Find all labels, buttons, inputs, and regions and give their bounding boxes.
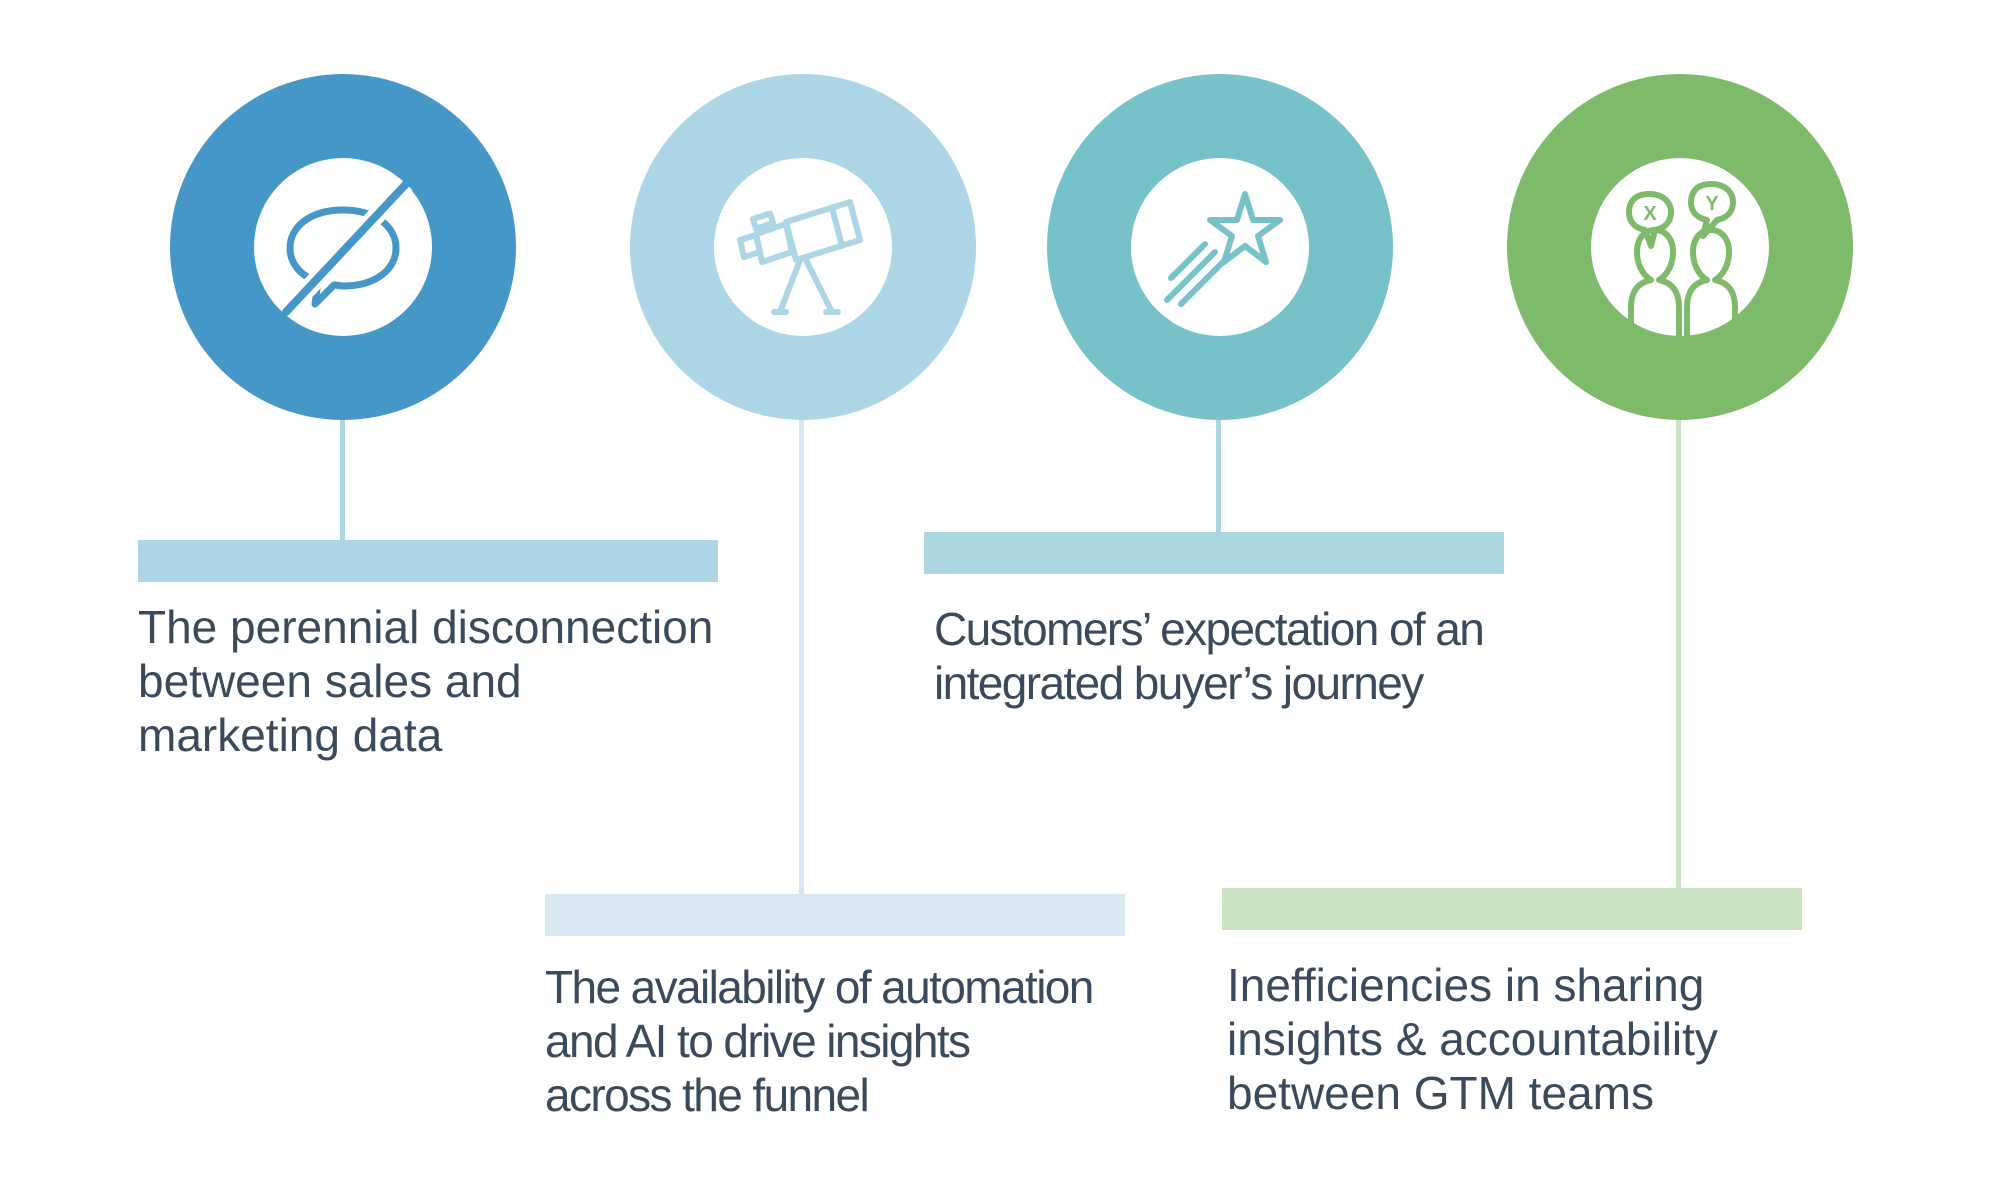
item-2-label: The availability of automation and AI to… bbox=[545, 961, 1094, 1121]
stem-1 bbox=[340, 410, 345, 540]
circle-inner-1 bbox=[254, 158, 432, 336]
stem-4 bbox=[1676, 410, 1681, 888]
circle-node-3 bbox=[1047, 74, 1393, 420]
no-chat-icon bbox=[279, 177, 413, 319]
circle-node-4: X Y bbox=[1507, 74, 1853, 420]
telescope-icon bbox=[737, 199, 863, 315]
stem-3 bbox=[1216, 410, 1221, 532]
item-1-label: The perennial disconnection between sale… bbox=[138, 601, 714, 761]
circle-inner-4: X Y bbox=[1591, 158, 1769, 336]
item-4-label: Inefficiencies in sharing insights & acc… bbox=[1227, 959, 1718, 1119]
circle-node-1 bbox=[170, 74, 516, 420]
circle-inner-2 bbox=[714, 158, 892, 336]
circle-node-2 bbox=[630, 74, 976, 420]
bar-2 bbox=[545, 894, 1125, 936]
bubble-label-x: X bbox=[1643, 203, 1657, 225]
stem-2 bbox=[799, 410, 804, 894]
bubble-label-y: Y bbox=[1705, 193, 1719, 215]
bar-1 bbox=[138, 540, 718, 582]
circle-inner-3 bbox=[1131, 158, 1309, 336]
bar-3 bbox=[924, 532, 1504, 574]
bar-4 bbox=[1222, 888, 1802, 930]
item-3-label: Customers’ expectation of an integrated … bbox=[934, 603, 1485, 709]
shooting-star-icon bbox=[1164, 191, 1283, 307]
people-dialogue-icon: X Y bbox=[1626, 181, 1738, 336]
